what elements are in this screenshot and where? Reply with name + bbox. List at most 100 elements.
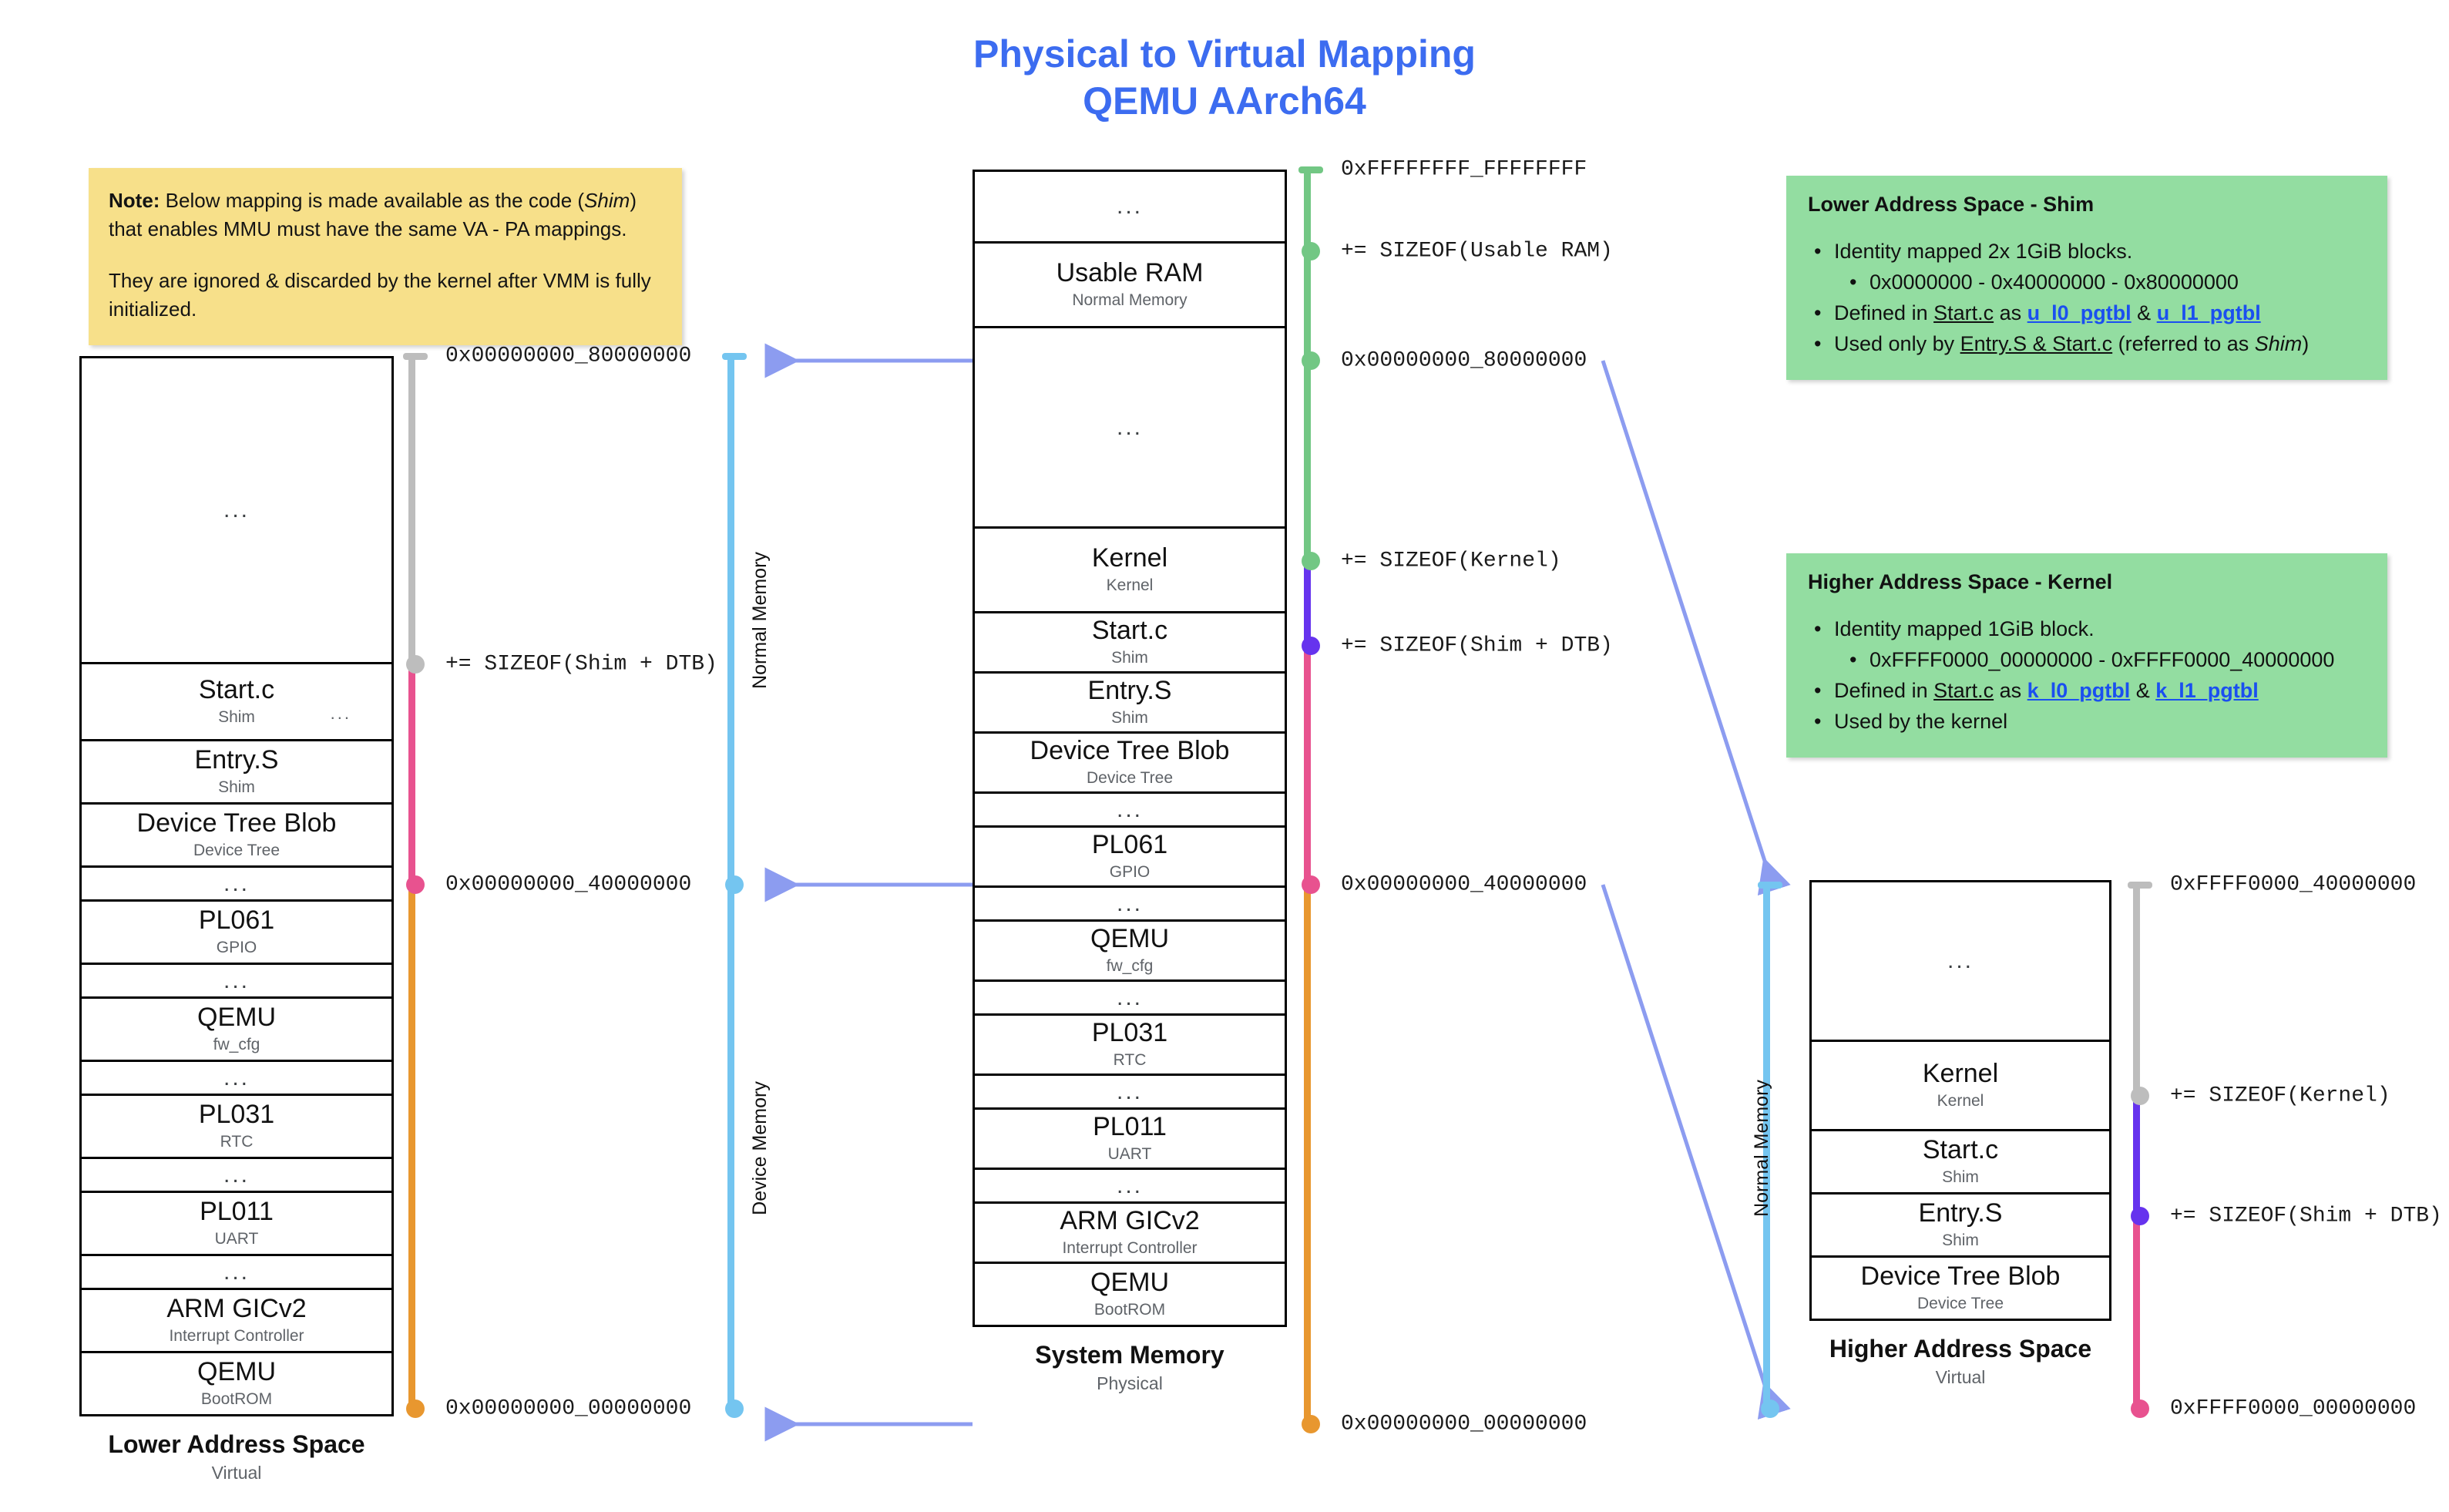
- memory-block-gap: ...: [79, 1159, 394, 1193]
- higher-1-label: += SIZEOF(Kernel): [2170, 1084, 2390, 1108]
- lower-0-label: 0x00000000_80000000: [445, 344, 692, 368]
- system-memory-caption: System Memory Physical: [973, 1341, 1287, 1394]
- memory-block-title: Usable RAM: [1056, 258, 1204, 288]
- memory-type-label-normal-right: Normal Memory: [1751, 1080, 1772, 1217]
- info-box-lower-address-space: Lower Address Space - Shim Identity mapp…: [1786, 176, 2387, 380]
- memory-type-left-marker-1: [725, 875, 744, 894]
- memory-block-title: Entry.S: [194, 745, 279, 775]
- caption-title: System Memory: [1035, 1341, 1224, 1369]
- ellipsis-icon: ...: [223, 497, 250, 522]
- higher-address-space-caption: Higher Address Space Virtual: [1809, 1335, 2111, 1388]
- caption-subtitle: Virtual: [211, 1463, 262, 1483]
- rail-segment-purple-higher: [2133, 1096, 2140, 1216]
- memory-block-subtitle: Shim: [1111, 648, 1148, 667]
- memory-block-gap: ...: [973, 1170, 1287, 1204]
- title-line-1: Physical to Virtual Mapping: [973, 32, 1476, 76]
- rail-segment-orange-lower: [408, 885, 415, 1409]
- note-callout: Note: Below mapping is made available as…: [89, 168, 682, 345]
- memory-type-label-normal-left: Normal Memory: [749, 552, 771, 689]
- rail-segment-purple-center: [1304, 561, 1311, 646]
- memory-type-left-marker-0: [722, 353, 747, 360]
- note-paragraph-2: They are ignored & discarded by the kern…: [109, 268, 651, 321]
- list-item: Used only by Entry.S & Start.c (referred…: [1814, 329, 2366, 360]
- memory-block-title: QEMU: [1090, 924, 1169, 954]
- symbol-k-l0-pgtbl[interactable]: k_l0_pgtbl: [2027, 678, 2131, 702]
- note-p1a: Below mapping is made available as the c…: [160, 189, 585, 212]
- system-6-marker: [1302, 1415, 1320, 1433]
- caption-title: Lower Address Space: [108, 1430, 365, 1458]
- memory-block-entry-s: Entry.S Shim: [1809, 1194, 2111, 1258]
- rail-segment-pink-lower: [408, 664, 415, 885]
- info-box-lower-heading: Lower Address Space - Shim: [1808, 193, 2095, 216]
- system-5-label: 0x00000000_40000000: [1341, 872, 1587, 897]
- memory-block-title: Kernel: [1091, 543, 1168, 573]
- system-1-label: += SIZEOF(Usable RAM): [1341, 239, 1613, 264]
- system-3-marker: [1302, 552, 1320, 570]
- memory-block-title: ARM GICv2: [1060, 1206, 1200, 1236]
- system-1-marker: [1302, 242, 1320, 260]
- memory-block-gap: ...: [973, 170, 1287, 244]
- ellipsis-icon: ...: [1947, 948, 1974, 973]
- ellipsis-icon: ...: [1116, 796, 1143, 822]
- info-box-lower-list: Identity mapped 2x 1GiB blocks. 0x000000…: [1808, 237, 2366, 360]
- memory-block-title: PL011: [200, 1197, 274, 1227]
- symbol-u-l0-pgtbl[interactable]: u_l0_pgtbl: [2027, 301, 2132, 324]
- note-p1b: ) that enables MMU must have the same VA…: [109, 189, 637, 240]
- memory-block-subtitle: Shim: [1942, 1231, 1979, 1249]
- rail-segment-gray-higher: [2133, 885, 2140, 1096]
- memory-block-title: QEMU: [197, 1003, 276, 1033]
- memory-type-left-marker-2: [725, 1399, 744, 1418]
- memory-block-title: Entry.S: [1918, 1198, 2003, 1228]
- memory-block-subtitle: GPIO: [1109, 862, 1151, 881]
- memory-block-subtitle: fw_cfg: [1106, 956, 1154, 975]
- memory-block-subtitle: Device Tree: [193, 841, 281, 859]
- info-box-higher-list: Identity mapped 1GiB block. 0xFFFF0000_0…: [1808, 614, 2366, 738]
- ellipsis-icon: ...: [1116, 414, 1143, 440]
- ellipsis-icon: ...: [330, 704, 351, 723]
- list-item: Defined in Start.c as k_l0_pgtbl & k_l1_…: [1814, 676, 2366, 707]
- memory-block-gap: ...: [973, 794, 1287, 828]
- symbol-u-l1-pgtbl[interactable]: u_l1_pgtbl: [2156, 301, 2261, 324]
- ellipsis-icon: ...: [1116, 984, 1143, 1010]
- lower-2-marker: [406, 875, 425, 894]
- memory-block-title: PL031: [198, 1100, 275, 1130]
- memory-block-subtitle: RTC: [1113, 1050, 1147, 1069]
- higher-0-marker: [2128, 882, 2152, 889]
- symbol-k-l1-pgtbl[interactable]: k_l1_pgtbl: [2155, 678, 2259, 702]
- memory-block-gap: ...: [79, 356, 394, 664]
- memory-block-title: Device Tree Blob: [1860, 1262, 2061, 1292]
- memory-block-title: Start.c: [1922, 1135, 1999, 1165]
- memory-block-qemu: QEMU fw_cfg: [973, 922, 1287, 982]
- system-2-marker: [1302, 351, 1320, 370]
- ellipsis-icon: ...: [223, 1258, 250, 1285]
- rail-segment-gray-lower: [408, 356, 415, 664]
- higher-3-label: 0xFFFF0000_00000000: [2170, 1396, 2417, 1421]
- memory-block-gap: ...: [79, 1256, 394, 1290]
- ellipsis-icon: ...: [223, 870, 250, 896]
- caption-subtitle: Physical: [1097, 1373, 1163, 1393]
- system-3-label: += SIZEOF(Kernel): [1341, 549, 1561, 573]
- list-item: Identity mapped 1GiB block. 0xFFFF0000_0…: [1814, 614, 2366, 676]
- higher-3-marker: [2131, 1399, 2149, 1418]
- rail-segment-pink-higher: [2133, 1216, 2140, 1409]
- lower-0-marker: [403, 353, 428, 360]
- system-0-marker: [1298, 166, 1323, 173]
- system-4-marker: [1302, 637, 1320, 655]
- memory-block-gap: ...: [79, 965, 394, 999]
